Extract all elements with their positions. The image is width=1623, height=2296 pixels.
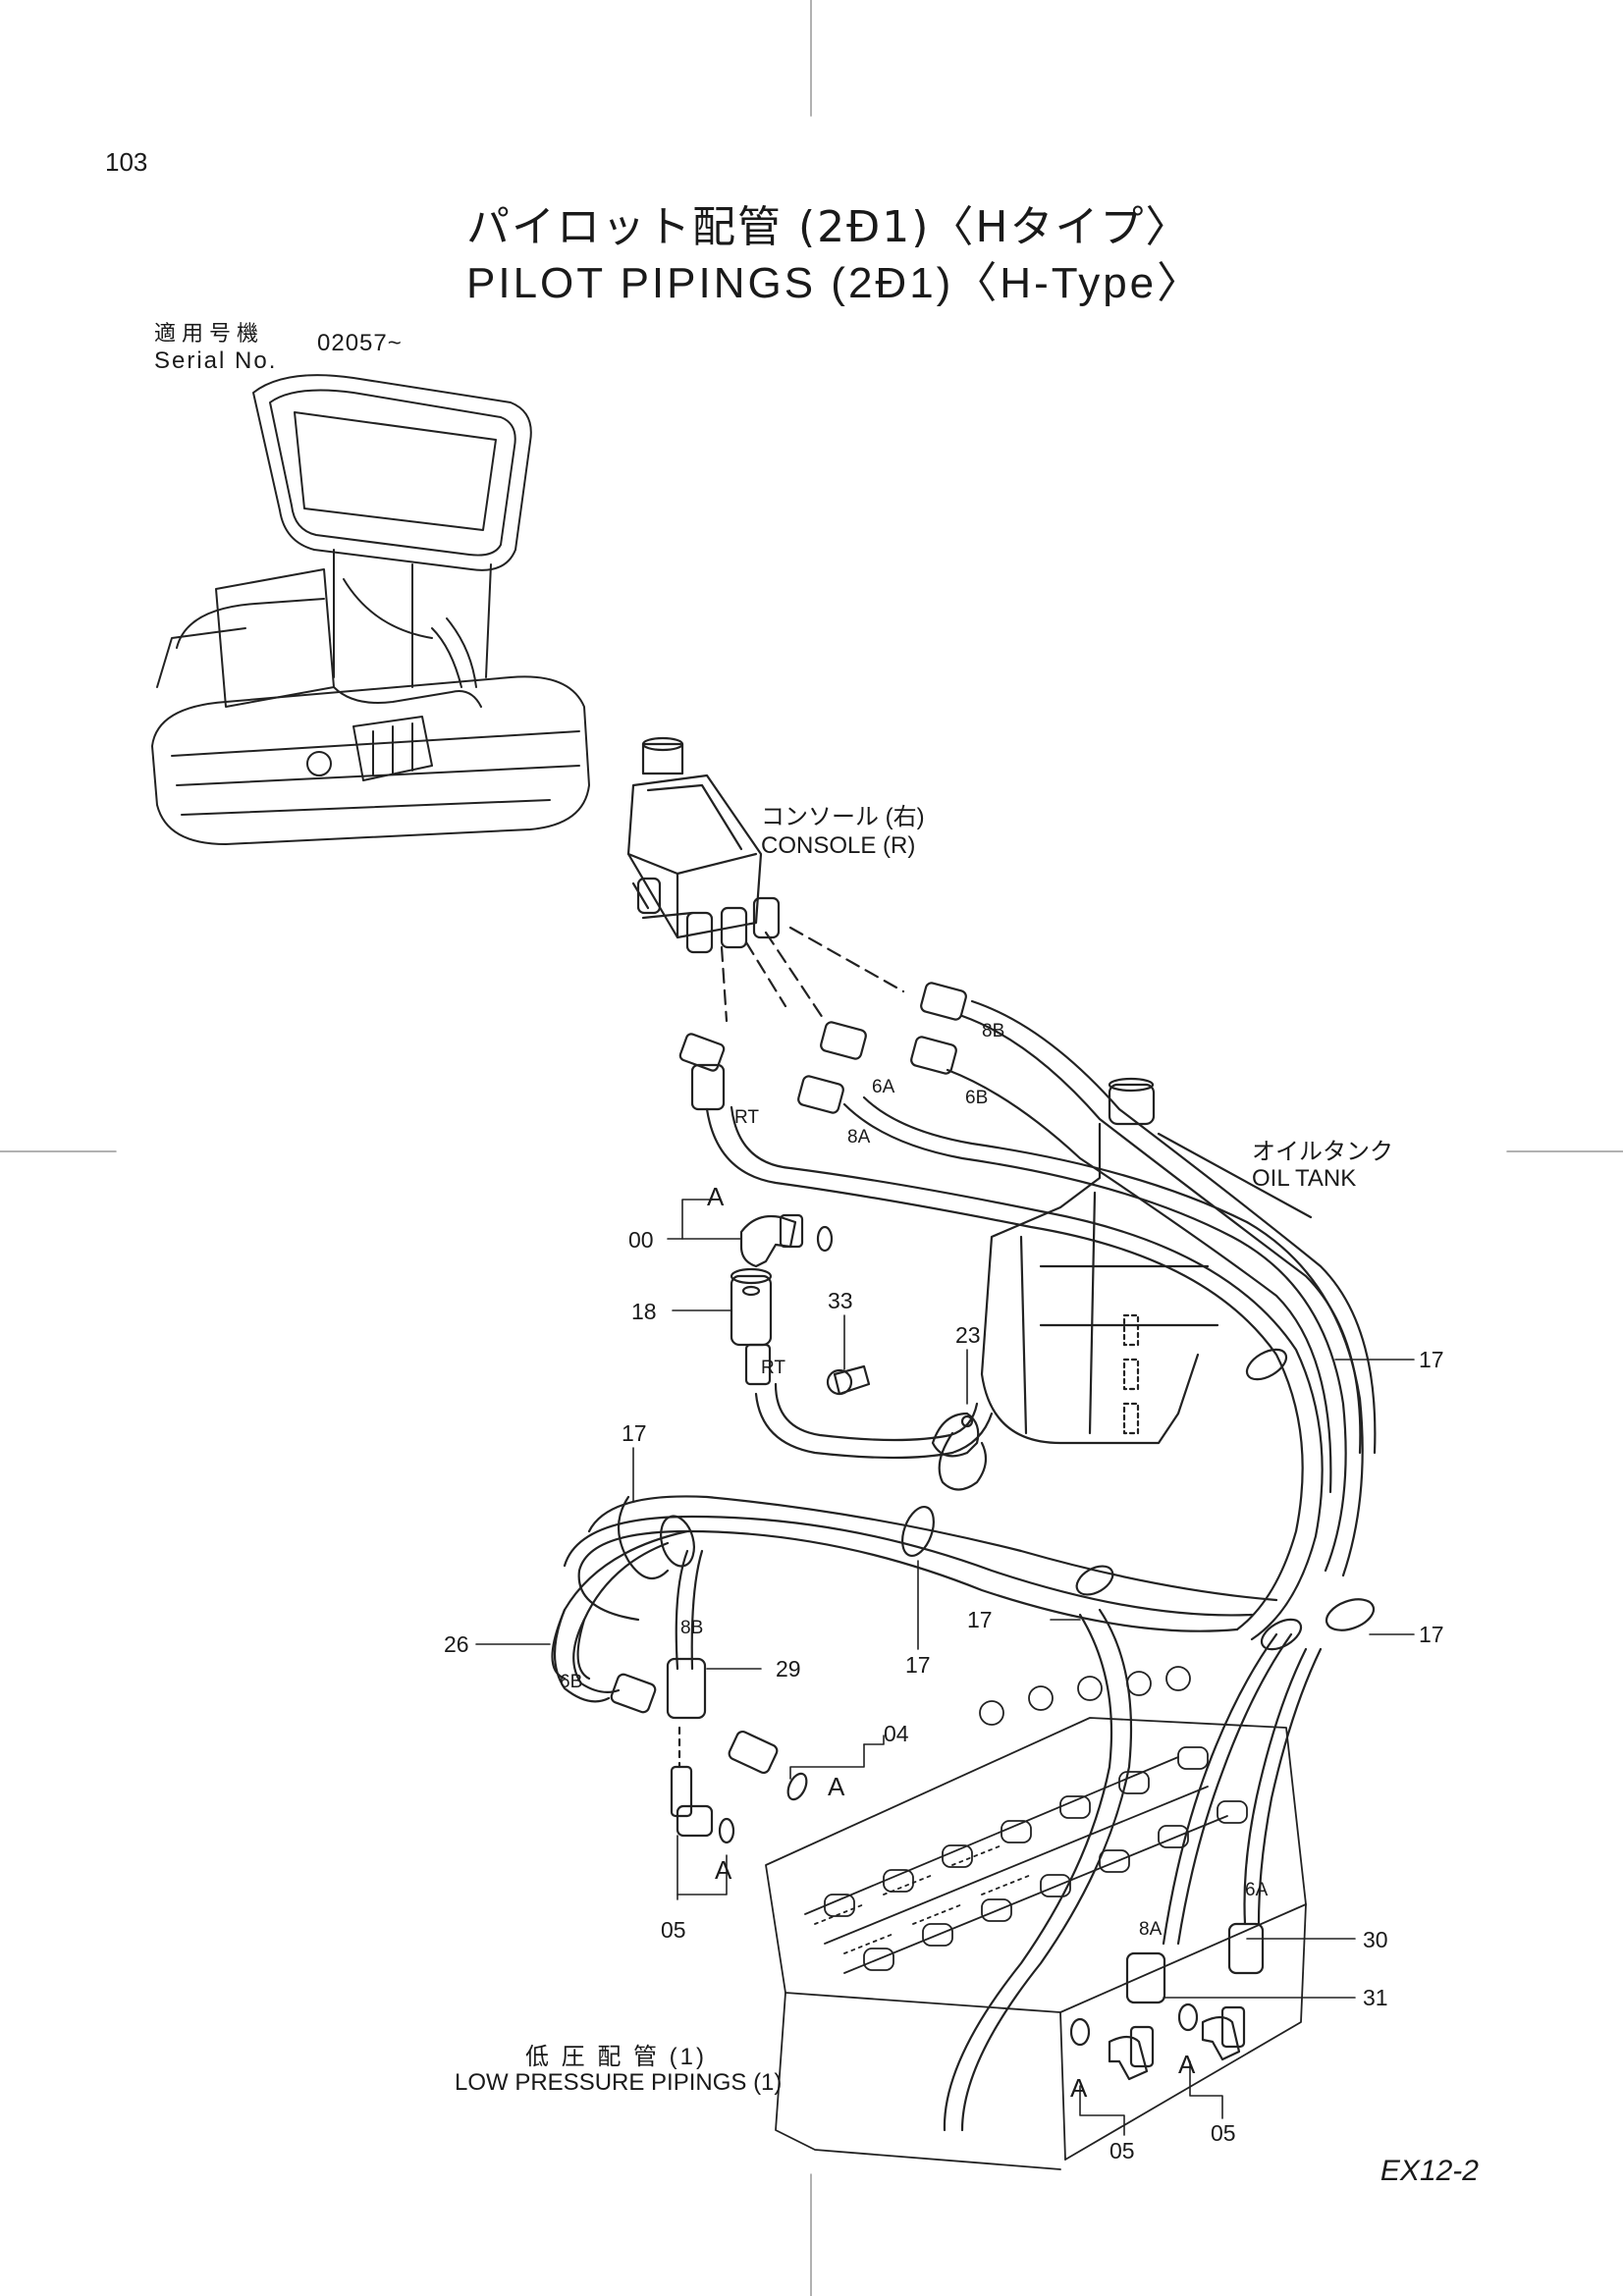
hose-mark-rt: RT [761,1358,785,1378]
callout-30: 30 [1363,1927,1388,1952]
callout-00: 00 [628,1227,654,1253]
serial-number-value: 02057~ [317,330,403,356]
machine-thumbnail-drawing [151,374,590,845]
oil-tank-label-english: OIL TANK [1252,1165,1357,1192]
clamp-23-drawing [931,1412,988,1491]
detail-tag-a: A [715,1855,732,1885]
detail-tag-a: A [1070,2073,1088,2103]
oil-tank-label-japanese: オイルタンク [1252,1139,1393,1165]
callout-17: 17 [967,1607,993,1632]
detail-tag-a: A [707,1182,725,1211]
callout-04: 04 [884,1721,909,1746]
callout-05: 05 [1109,2138,1135,2163]
hose-mark-6a: 6A [1245,1880,1269,1900]
hose-mark-rt: RT [734,1107,759,1128]
serial-label-english: Serial No. [154,347,278,374]
hose-bundle-drawing [551,999,1377,2132]
detail-tag-a: A [828,1772,845,1801]
page-title-english: PILOT PIPINGS (2Đ1)〈H-Type〉 [466,259,1204,307]
small-fittings-drawing [730,1213,871,1396]
hose-mark-8b: 8B [680,1618,704,1638]
serial-label-japanese: 適用号機 [154,322,265,347]
upper-fittings-drawing [678,926,967,1114]
control-valve-drawing [765,1666,1307,2170]
page-title-japanese: パイロット配管 (2Đ1)〈Hタイプ〉 [466,202,1191,252]
callout-31: 31 [1363,1985,1388,2010]
clamp-drawings [618,1348,1376,1651]
lower-right-fittings-drawing [1069,1922,1265,2081]
detail-tag-a: A [1178,2050,1196,2079]
callout-29: 29 [776,1656,801,1682]
lower-left-fittings-drawing [610,1657,808,1844]
callout-17: 17 [1419,1347,1444,1372]
callout-05: 05 [661,1917,686,1943]
model-code: EX12-2 [1380,2155,1479,2187]
callout-23: 23 [955,1322,981,1348]
hose-mark-6b: 6B [560,1672,583,1692]
hose-mark-6b: 6B [965,1088,989,1108]
callout-17: 17 [622,1420,647,1446]
hose-mark-8a: 8A [847,1127,871,1148]
low-pressure-label-english: LOW PRESSURE PIPINGS (1) [455,2069,783,2096]
callout-05: 05 [1211,2120,1236,2146]
callout-17: 17 [1419,1622,1444,1647]
console-label-english: CONSOLE (R) [761,832,916,859]
callout-33: 33 [828,1288,853,1313]
hose-mark-8b: 8B [982,1021,1005,1041]
hose-mark-6a: 6A [872,1077,895,1097]
callout-18: 18 [631,1299,657,1324]
page-number: 103 [105,147,148,177]
callout-26: 26 [444,1631,469,1657]
low-pressure-label-japanese: 低 圧 配 管 (1) [525,2044,708,2070]
console-label-japanese: コンソール (右) [761,804,925,830]
leader-lines [475,1199,1415,2136]
callout-17: 17 [905,1652,931,1678]
hose-mark-8a: 8A [1139,1919,1163,1940]
oil-tank-drawing [980,1077,1313,1445]
console-valve-drawing [626,736,781,954]
